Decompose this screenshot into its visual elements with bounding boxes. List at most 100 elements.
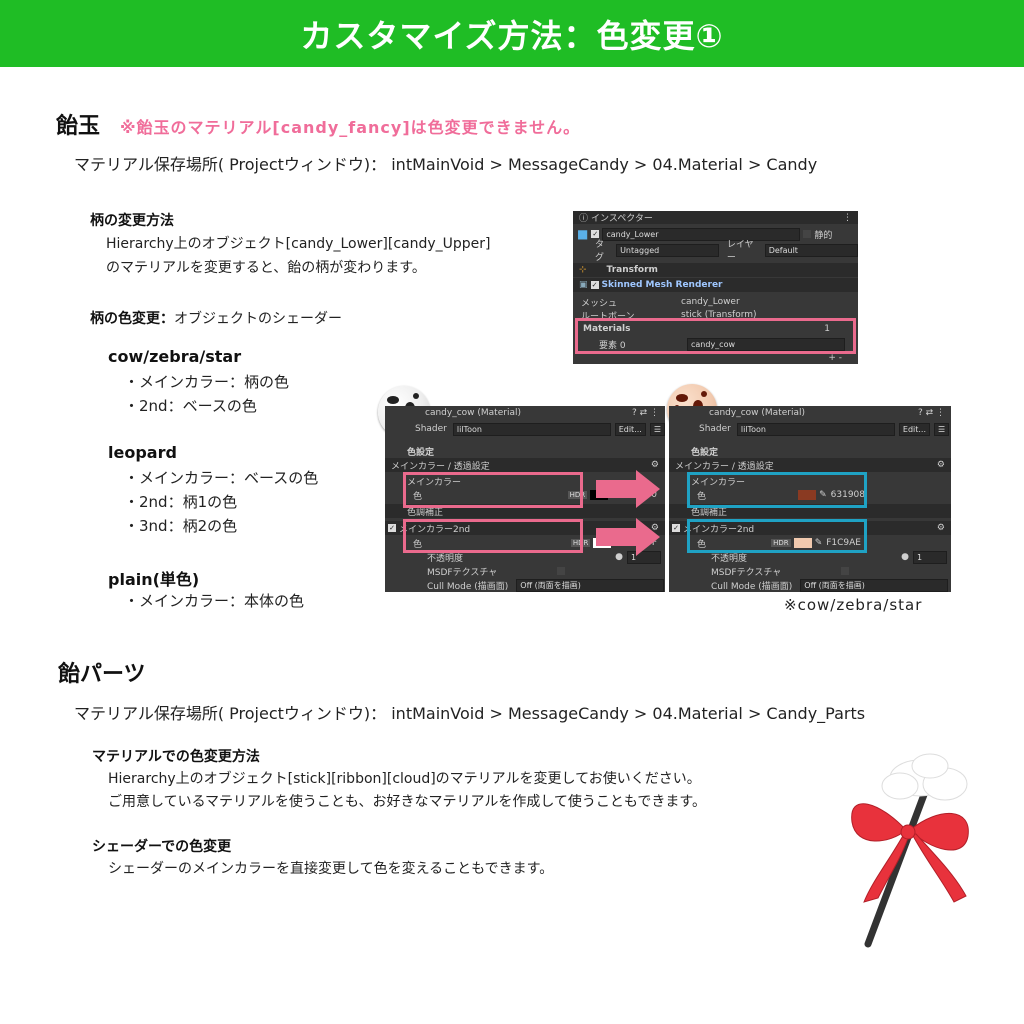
mr-list-icon[interactable]: ☰: [934, 422, 950, 436]
element-row: 要素 0 candy_cow: [573, 337, 858, 351]
ml-msdf-row: MSDFテクスチャ: [385, 564, 665, 578]
mr-swatch1[interactable]: [798, 490, 817, 500]
ml-color2-label: 色: [413, 539, 423, 550]
ml-opacity-row: 不透明度 ● 1: [385, 550, 665, 564]
mr-msdf-label: MSDFテクスチャ: [711, 567, 782, 578]
ml-msdf-checkbox[interactable]: [557, 567, 566, 575]
color-heading-rest: オブジェクトのシェーダー: [174, 311, 342, 327]
cube-icon: ■: [577, 227, 589, 241]
add-remove-buttons[interactable]: + -: [828, 353, 842, 363]
root-value[interactable]: stick (Transform): [681, 310, 757, 320]
lock-icon[interactable]: ⋮: [843, 212, 852, 223]
group-name-cow: cow/zebra/star: [108, 347, 242, 366]
ml-opacity-slider[interactable]: ●: [615, 552, 623, 562]
ml-shader-dropdown[interactable]: lilToon: [452, 422, 611, 436]
smr-header[interactable]: ▣ ✓ Skinned Mesh Renderer: [573, 278, 858, 292]
ml-color-settings: 色設定: [385, 444, 665, 458]
materials-count[interactable]: 1: [824, 324, 830, 334]
mr-main2nd-checkbox[interactable]: ✓: [672, 524, 680, 532]
mr-swatch2[interactable]: [793, 538, 812, 548]
material-panel-left: candy_cow (Material) ? ⇄ ⋮ Shader lilToo…: [385, 406, 665, 592]
ml-msdf-label: MSDFテクスチャ: [427, 567, 498, 578]
ml-edit-button[interactable]: Edit...: [614, 422, 646, 436]
tag-label: タグ: [595, 240, 605, 263]
mr-cull-dropdown[interactable]: Off (両面を描画): [800, 578, 949, 592]
mr-main2nd-row[interactable]: ✓ メインカラー2nd ⚙: [669, 521, 951, 535]
mr-hdr2-chip[interactable]: HDR: [771, 539, 791, 547]
ml-gear2-icon[interactable]: ⚙: [650, 523, 659, 533]
inspector-tab[interactable]: インスペクター: [591, 214, 653, 224]
mr-2nd-highlight: [687, 519, 867, 553]
ml-list-icon[interactable]: ☰: [649, 422, 665, 436]
mr-main-highlight: [687, 472, 867, 508]
section1-title: 飴玉: [56, 114, 101, 139]
mr-color-settings-label: 色設定: [691, 447, 719, 458]
ml-cull-label: Cull Mode (描画面): [427, 581, 509, 592]
mr-opacity-slider[interactable]: ●: [901, 552, 909, 562]
mat-line1: Hierarchy上のオブジェクト[stick][ribbon][cloud]の…: [108, 771, 701, 787]
materials-row[interactable]: Materials 1: [573, 322, 858, 336]
color-heading-bold: 柄の色変更：: [90, 311, 174, 327]
materials-label: Materials: [583, 324, 631, 334]
mr-hex1[interactable]: 631908: [830, 490, 865, 500]
smr-icon: ▣: [579, 280, 588, 290]
mr-cull-label: Cull Mode (描画面): [711, 581, 793, 592]
mr-shader-row: Shader lilToon Edit... ☰: [669, 422, 951, 436]
page-banner: カスタマイズ方法：色変更①: [0, 0, 1024, 67]
mr-hex2[interactable]: F1C9AE: [826, 538, 861, 548]
mr-gear-icon[interactable]: ⚙: [936, 460, 945, 470]
group-cow-item1: ・メインカラー：柄の色: [124, 373, 290, 391]
ml-cull-dropdown[interactable]: Off (両面を描画): [516, 578, 665, 592]
mr-opacity-label: 不透明度: [711, 553, 748, 564]
mr-edit-button[interactable]: Edit...: [898, 422, 931, 436]
ml-menu-icon[interactable]: ? ⇄ ⋮: [631, 408, 659, 418]
ml-main-section[interactable]: メインカラー / 透過設定 ⚙: [385, 458, 665, 472]
mr-color-label: 色: [697, 491, 707, 502]
element-label: 要素 0: [599, 340, 626, 351]
mr-msdf-checkbox[interactable]: [841, 567, 850, 575]
ml-opacity-value[interactable]: 1: [627, 550, 661, 564]
layer-dropdown[interactable]: Default: [764, 243, 858, 257]
banner-title: カスタマイズ方法：色変更①: [300, 16, 724, 55]
tag-row: タグ Untagged レイヤー Default: [573, 240, 858, 263]
tag-dropdown[interactable]: Untagged: [616, 243, 719, 257]
shader-line: シェーダーのメインカラーを直接変更して色を変えることもできます。: [108, 861, 554, 877]
transform-header[interactable]: ⊹ Transform: [573, 263, 858, 277]
mr-eyedropper2-icon[interactable]: ✎: [814, 538, 823, 548]
mr-color-row: 色 ✎ 631908: [669, 488, 951, 502]
mesh-row: メッシュ candy_Lower: [573, 295, 858, 309]
ml-title: candy_cow (Material): [425, 408, 521, 418]
smr-checkbox[interactable]: ✓: [590, 281, 599, 289]
ml-main2nd-row[interactable]: ✓ メインカラー2nd ⚙: [385, 521, 665, 535]
mr-gear2-icon[interactable]: ⚙: [936, 523, 945, 533]
ml-gear-icon[interactable]: ⚙: [650, 460, 659, 470]
candy-parts-image: [851, 753, 969, 948]
mr-shader-dropdown[interactable]: lilToon: [736, 422, 895, 436]
ml-hdr-chip[interactable]: HDR: [567, 491, 588, 499]
active-checkbox[interactable]: ✓: [591, 230, 600, 238]
mr-eyedropper-icon[interactable]: ✎: [819, 490, 827, 500]
ml-main2nd-checkbox[interactable]: ✓: [388, 524, 396, 532]
shader-heading: シェーダーでの色変更: [92, 839, 232, 855]
ml-color-label: 色: [413, 491, 423, 502]
static-checkbox[interactable]: [803, 230, 812, 238]
root-row: ルートボーン stick (Transform): [573, 308, 858, 322]
ml-main-color-row: メインカラー: [385, 474, 665, 488]
group-leopard-item3: ・3nd：柄2の色: [124, 517, 238, 535]
mr-opacity-value[interactable]: 1: [913, 550, 947, 564]
layer-label: レイヤー: [726, 240, 754, 263]
group-name-leopard: leopard: [108, 443, 177, 462]
group-leopard-item2: ・2nd：柄1の色: [124, 493, 238, 511]
arrow-main-color: [596, 470, 660, 508]
color-heading: 柄の色変更：オブジェクトのシェーダー: [90, 307, 342, 331]
ml-tone-label: 色調補正: [407, 507, 444, 518]
mr-main-section[interactable]: メインカラー / 透過設定 ⚙: [669, 458, 951, 472]
element-field[interactable]: candy_cow: [687, 337, 845, 351]
mat-heading: マテリアルでの色変更方法: [92, 749, 260, 765]
object-row: ■ ✓ candy_Lower 静的: [573, 227, 858, 241]
mr-menu-icon[interactable]: ? ⇄ ⋮: [917, 408, 945, 418]
root-label: ルートボーン: [581, 311, 635, 322]
mesh-value[interactable]: candy_Lower: [681, 297, 740, 307]
mr-title: candy_cow (Material): [709, 408, 805, 418]
object-name-field[interactable]: candy_Lower: [602, 227, 801, 241]
